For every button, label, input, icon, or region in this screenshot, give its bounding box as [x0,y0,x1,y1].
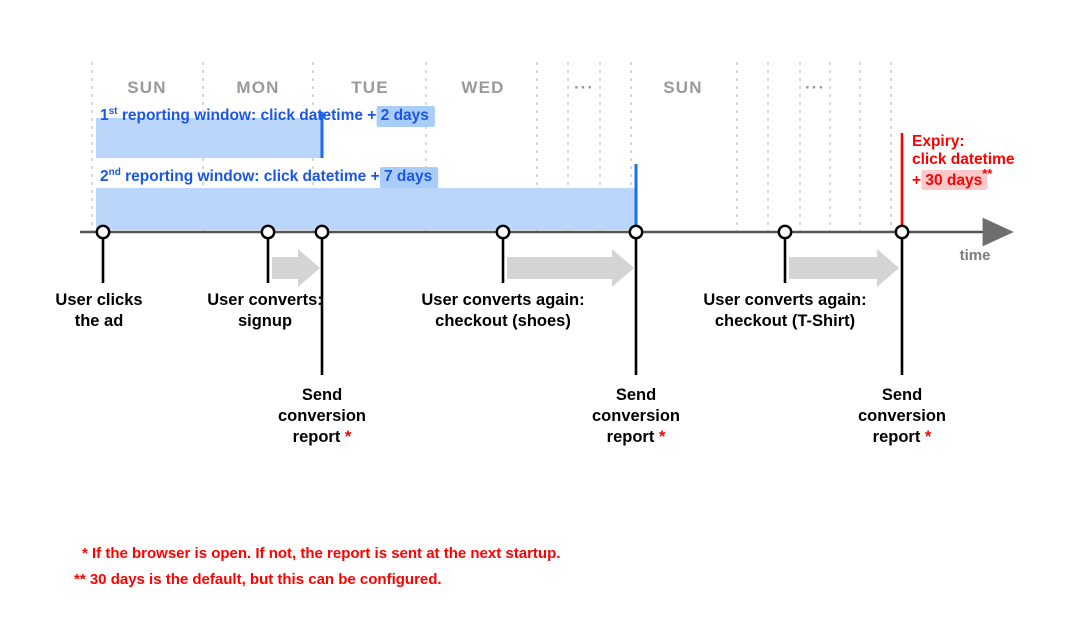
user-converts-checkout-shoes-text-1: checkout (shoes) [435,312,571,330]
time-axis: time [80,217,1014,264]
user-clicks-the-ad-text-0: User clicks [55,291,142,309]
send-conversion-report-3-text-0: Send [882,386,922,404]
user-converts-signup-text-1: signup [238,312,292,330]
flow-signup-to-report [272,249,320,287]
user-converts-checkout-tshirt-text-0: User converts again: [703,291,866,309]
expiry-footnote-marker: ** [982,166,993,181]
send-conversion-report-3-text-2: report [873,428,921,446]
send-conversion-report-3-label-line-2: report * [873,428,932,446]
user-clicks-the-ad-marker[interactable] [95,224,111,240]
first-reporting-window-bar [96,118,322,158]
send-conversion-report-1-text-2: report [293,428,341,446]
user-clicks-the-ad-label-line-1: the ad [75,312,124,330]
user-converts-signup-marker[interactable] [260,224,276,240]
day-label-1: MON [236,78,279,97]
second-reporting-window-ordinal: 2 [100,168,109,185]
first-reporting-window-label: 1st reporting window: click datetime + 2… [100,106,429,124]
send-conversion-report-1-label-line-0: Send [302,386,342,404]
footnote-1-marker: ** [74,571,90,588]
day-label-5: SUN [663,78,703,97]
send-conversion-report-2-star: * [654,428,666,446]
send-conversion-report-2-text-1: conversion [592,407,680,425]
reporting-windows: 1st reporting window: click datetime + 2… [96,106,638,230]
user-converts-checkout-tshirt-label-line-0: User converts again: [703,291,866,309]
send-conversion-report-2-label-line-2: report * [607,428,666,446]
day-label-6: ··· [805,78,825,97]
user-converts-checkout-shoes-marker[interactable] [495,224,511,240]
footnote-1-text: 30 days is the default, but this can be … [90,571,442,588]
first-reporting-window-value-highlight [376,106,435,127]
user-converts-checkout-shoes-label-line-0: User converts again: [421,291,584,309]
flow-arrows [272,249,899,287]
footnote-0-text: If the browser is open. If not, the repo… [92,545,560,562]
second-reporting-window-value: 7 days [384,168,432,185]
expiry-prefix: + [912,172,925,189]
user-converts-checkout-tshirt-label-line-1: checkout (T-Shirt) [715,312,855,330]
send-conversion-report-3-text-1: conversion [858,407,946,425]
day-label-4: ··· [574,78,594,97]
first-reporting-window-label-text: reporting window: click datetime + [118,107,381,124]
second-reporting-window-value-highlight [379,167,439,188]
send-conversion-report-3-star: * [920,428,932,446]
send-conversion-report-2-label-line-0: Send [616,386,656,404]
user-converts-checkout-shoes-text-0: User converts again: [421,291,584,309]
user-converts-checkout-tshirt-text-1: checkout (T-Shirt) [715,312,855,330]
send-conversion-report-1-label-line-1: conversion [278,407,366,425]
send-conversion-report-1-label-line-2: report * [293,428,352,446]
time-axis-label: time [960,247,991,264]
second-reporting-window-label: 2nd reporting window: click datetime + 7… [100,167,432,185]
user-converts-signup-label-line-1: signup [238,312,292,330]
send-conversion-report-1-marker[interactable] [314,224,330,240]
send-conversion-report-3-label-line-0: Send [882,386,922,404]
expiry-marker: Expiry:click datetime+ 30 days** [900,133,1015,232]
send-conversion-report-2-label-line-1: conversion [592,407,680,425]
user-clicks-the-ad-text-1: the ad [75,312,124,330]
footnotes: * If the browser is open. If not, the re… [74,545,560,588]
send-conversion-report-1-text-1: conversion [278,407,366,425]
footnote-1: ** 30 days is the default, but this can … [74,571,442,588]
first-reporting-window-value: 2 days [381,107,429,124]
send-conversion-report-3-marker[interactable] [894,224,910,240]
day-label-2: TUE [351,78,389,97]
send-conversion-report-2-text-0: Send [616,386,656,404]
second-reporting-window-label-text: reporting window: click datetime + [121,168,384,185]
first-reporting-window-ordinal: 1 [100,107,109,124]
send-conversion-report-3-label-line-1: conversion [858,407,946,425]
second-reporting-window-ordinal-suffix: nd [109,167,121,178]
send-conversion-report-2-marker[interactable] [628,224,644,240]
expiry-value-line: + 30 days** [912,166,993,189]
user-converts-checkout-tshirt-marker[interactable] [777,224,793,240]
day-label-0: SUN [127,78,167,97]
expiry-value: 30 days [925,172,982,189]
flow-shoes-to-report [507,249,634,287]
expiry-value-highlight [921,170,988,190]
send-conversion-report-1-star: * [340,428,352,446]
user-converts-checkout-shoes-label-line-1: checkout (shoes) [435,312,571,330]
expiry-title: Expiry: [912,133,965,150]
event-markers: User clicks the ad User converts: signupSen… [55,224,946,446]
user-clicks-the-ad-label-line-0: User clicks [55,291,142,309]
user-converts-signup-text-0: User converts: [207,291,323,309]
day-labels: SUN MON TUE WED ··· SUN ··· [127,78,825,97]
footnote-0: * If the browser is open. If not, the re… [82,545,560,562]
flow-tshirt-to-report [789,249,899,287]
send-conversion-report-2-text-2: report [607,428,655,446]
expiry-subtitle: click datetime [912,151,1015,168]
second-reporting-window-bar [96,188,636,230]
send-conversion-report-1-text-0: Send [302,386,342,404]
first-reporting-window-ordinal-suffix: st [109,106,119,117]
footnote-0-marker: * [82,545,92,562]
day-label-3: WED [461,78,504,97]
user-converts-signup-label-line-0: User converts: [207,291,323,309]
